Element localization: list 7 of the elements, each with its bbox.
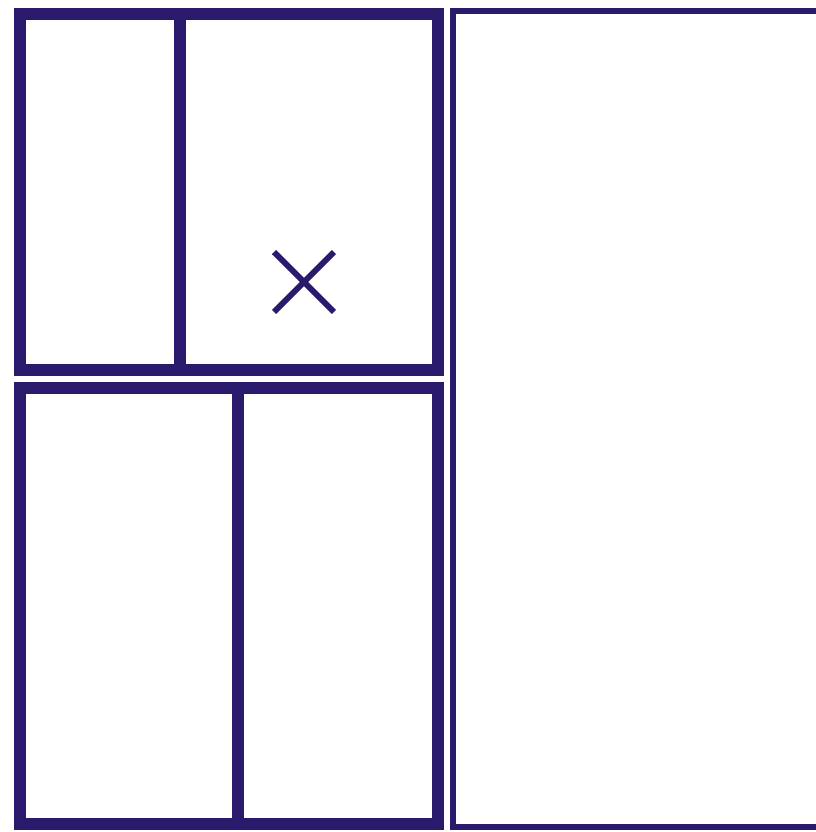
- window-frame: [450, 8, 816, 830]
- window-pane: [180, 14, 438, 370]
- window-frame: [14, 8, 444, 376]
- window-pane: [238, 388, 438, 824]
- window-pane: [20, 388, 238, 824]
- window-frame: [14, 382, 444, 830]
- window-pane: [20, 14, 180, 370]
